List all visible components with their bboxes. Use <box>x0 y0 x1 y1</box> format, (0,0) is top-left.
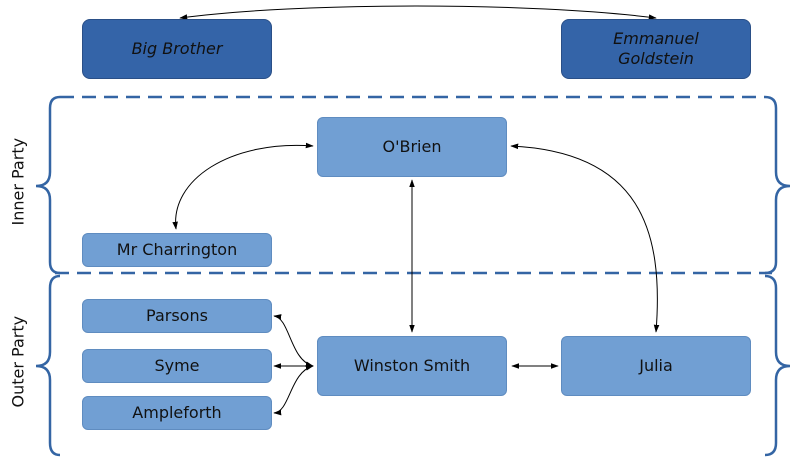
inner-party-left-brace <box>35 95 61 275</box>
parsons-node[interactable]: Parsons <box>82 299 272 333</box>
connector-winston-parsons <box>273 314 314 367</box>
ampleforth-label: Ampleforth <box>132 403 222 422</box>
ampleforth-node[interactable]: Ampleforth <box>82 396 272 430</box>
outer-party-right-brace <box>764 274 791 457</box>
outer-party-left-brace <box>35 274 61 457</box>
charrington-node[interactable]: Mr Charrington <box>82 233 272 267</box>
big-brother-node[interactable]: Big Brother <box>82 19 272 79</box>
charrington-label: Mr Charrington <box>116 240 238 259</box>
inner-party-label: Inner Party <box>8 137 28 226</box>
obrien-label: O'Brien <box>382 137 442 156</box>
julia-label: Julia <box>639 356 673 375</box>
syme-label: Syme <box>154 356 200 375</box>
obrien-node[interactable]: O'Brien <box>317 117 507 177</box>
winston-smith-node[interactable]: Winston Smith <box>317 336 507 396</box>
connector-big-brother-goldstein <box>179 5 657 20</box>
julia-node[interactable]: Julia <box>561 336 751 396</box>
connector-winston-ampleforth <box>273 365 314 416</box>
inner-party-right-brace <box>764 95 791 275</box>
syme-node[interactable]: Syme <box>82 349 272 383</box>
outer-party-label: Outer Party <box>8 315 28 408</box>
big-brother-label: Big Brother <box>131 39 223 58</box>
goldstein-label: Emmanuel Goldstein <box>613 29 699 68</box>
parsons-label: Parsons <box>146 306 208 325</box>
winston-smith-label: Winston Smith <box>353 356 471 375</box>
connector-obrien-charrington <box>172 142 314 230</box>
goldstein-node[interactable]: Emmanuel Goldstein <box>561 19 751 79</box>
connector-obrien-julia <box>510 143 660 333</box>
